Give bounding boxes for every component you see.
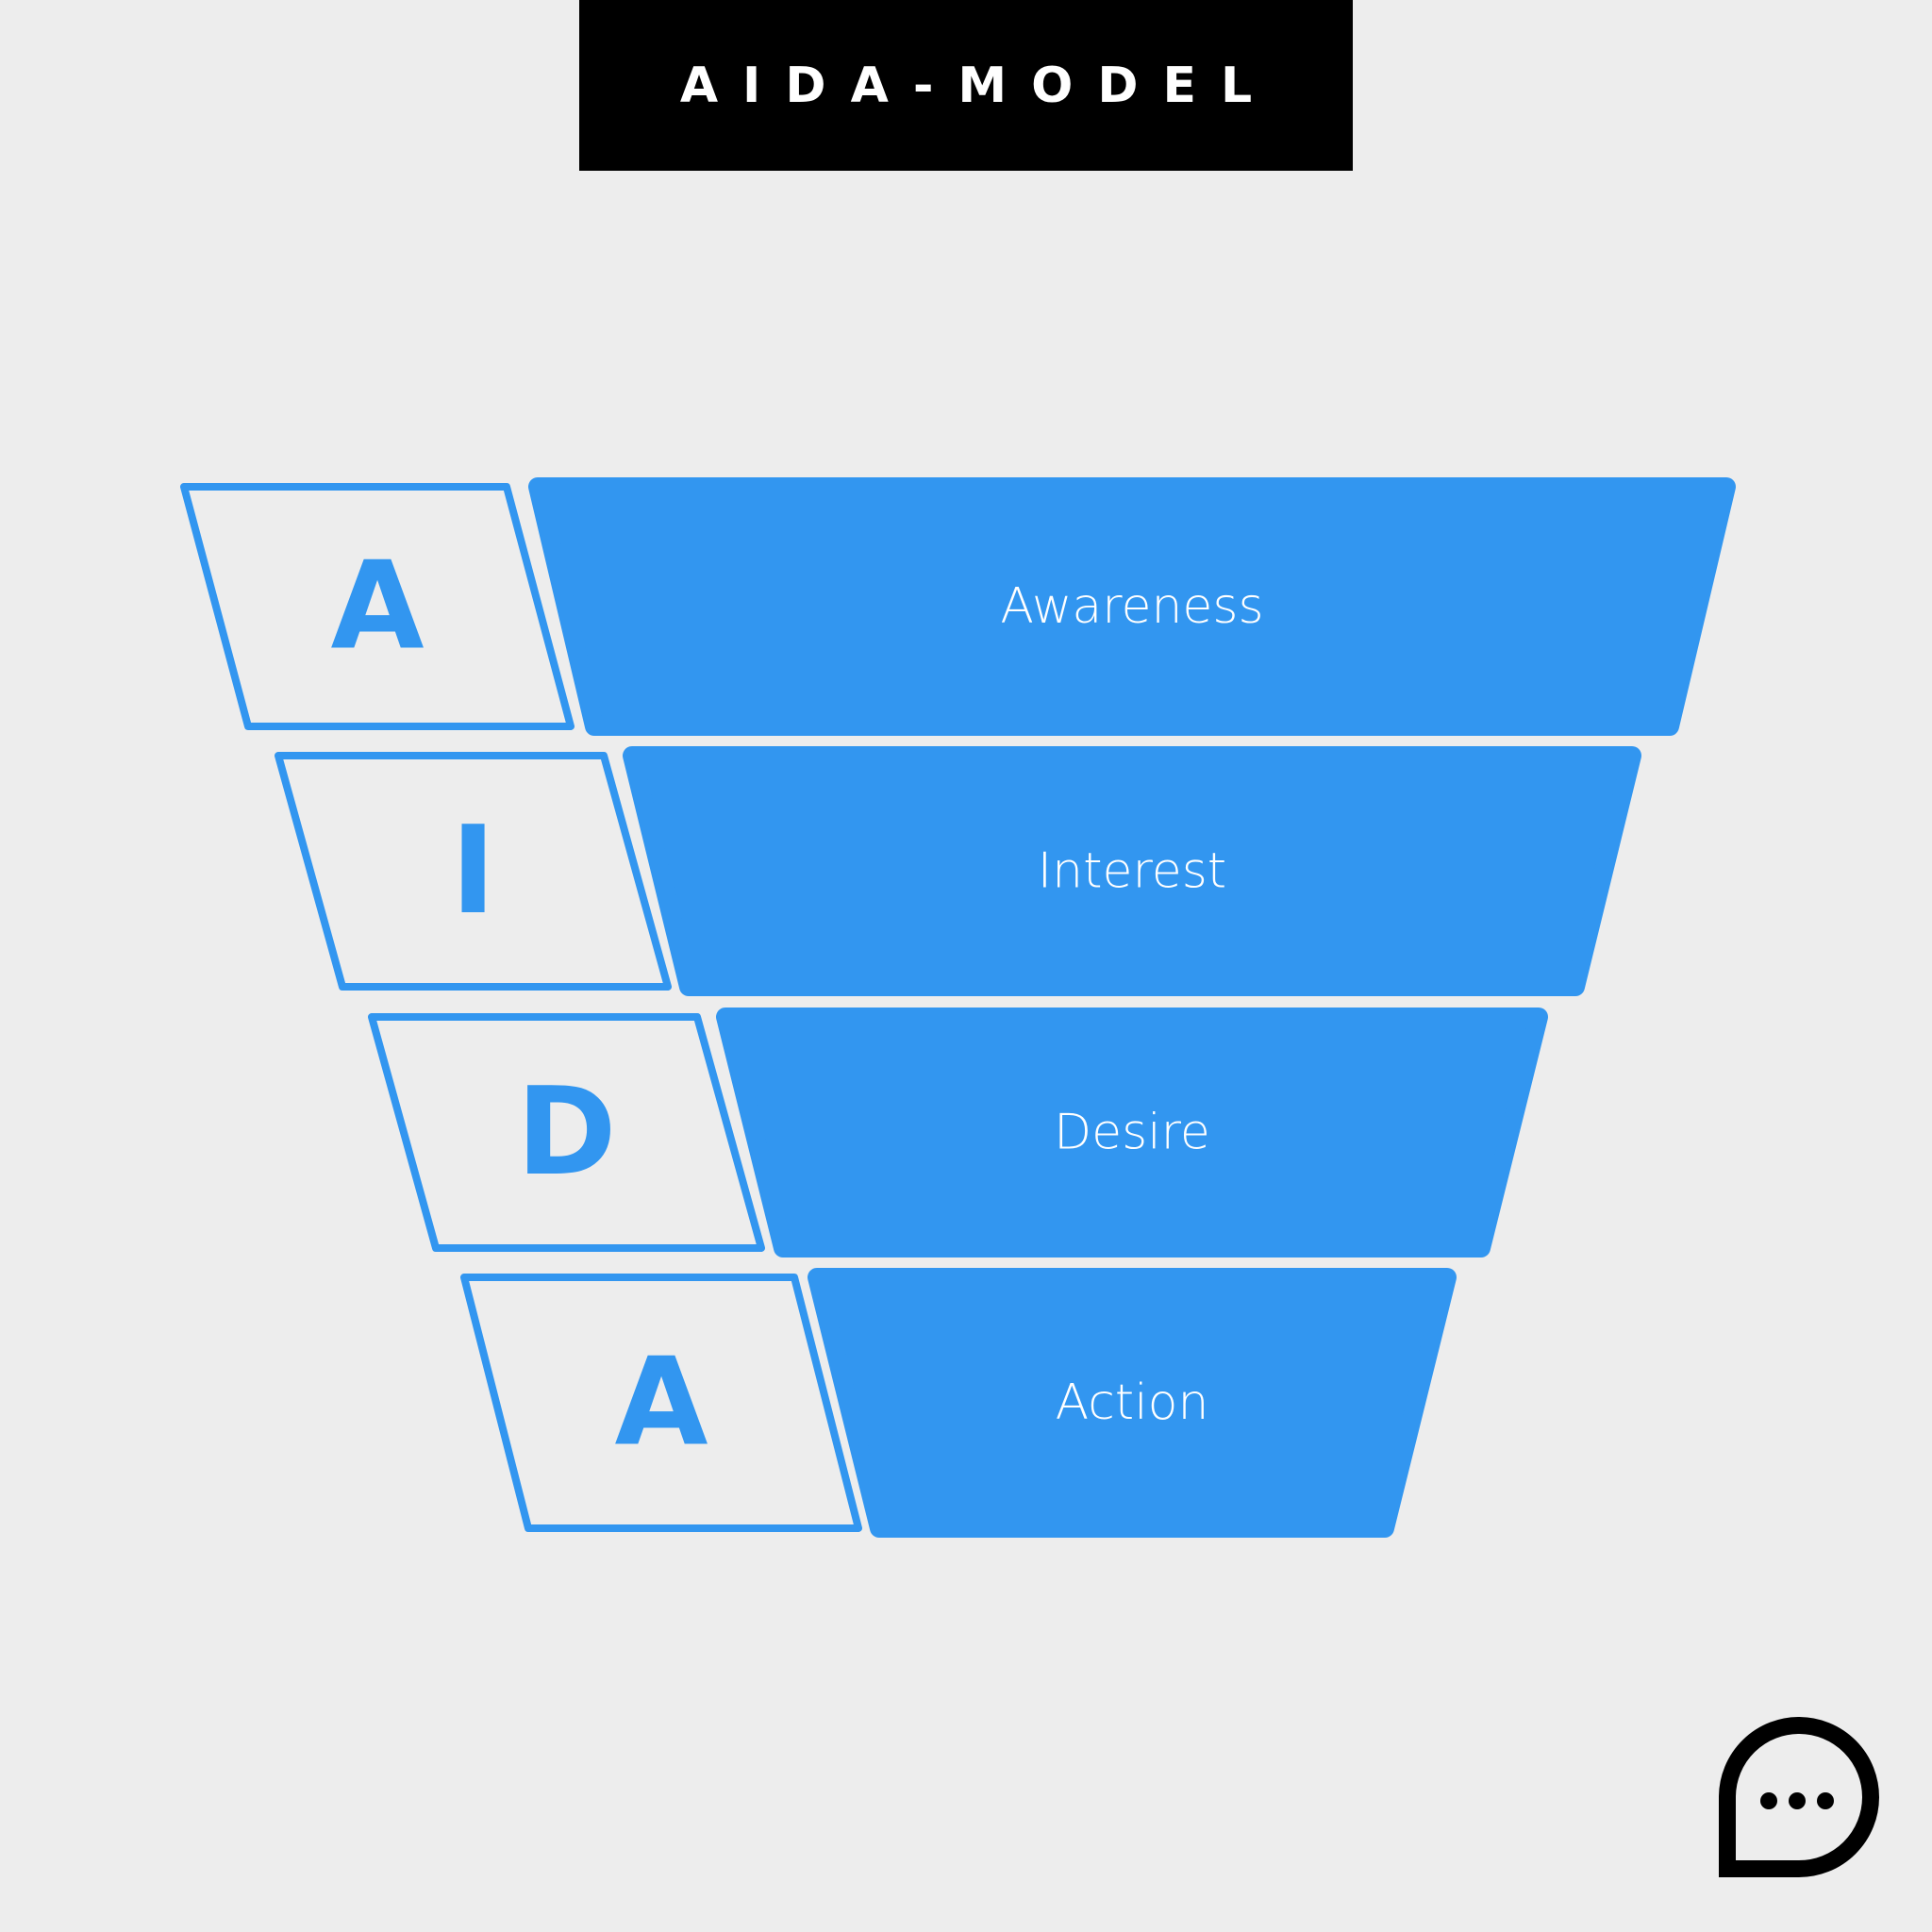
stage-band xyxy=(528,477,1736,736)
title-banner: AIDA-MODEL xyxy=(579,0,1353,171)
stage-band xyxy=(716,1008,1548,1257)
letter-card xyxy=(460,1274,862,1532)
stage-label: Awareness xyxy=(1000,578,1263,635)
stage-letter: D xyxy=(516,1062,616,1203)
dot xyxy=(1817,1792,1834,1809)
stage-letter: A xyxy=(614,1333,708,1474)
funnel-stage-awareness: A Awareness xyxy=(180,477,1736,736)
dot xyxy=(1789,1792,1806,1809)
stage-label: Action xyxy=(1056,1374,1209,1431)
stage-letter: A xyxy=(330,537,424,677)
letter-card xyxy=(275,752,672,991)
funnel-stage-interest: I Interest xyxy=(275,746,1641,996)
letter-card xyxy=(180,483,575,730)
funnel-stage-desire: D Desire xyxy=(368,1008,1548,1257)
letter-card xyxy=(368,1013,765,1252)
stage-letter: I xyxy=(451,801,496,941)
stage-band xyxy=(808,1268,1457,1538)
funnel-stage-action: A Action xyxy=(460,1268,1457,1538)
dot xyxy=(1760,1792,1777,1809)
stage-band xyxy=(623,746,1641,996)
stage-label: Interest xyxy=(1038,843,1226,900)
stage-label: Desire xyxy=(1054,1105,1210,1161)
chat-bubble-ellipsis-icon xyxy=(1719,1717,1879,1877)
page-title: AIDA-MODEL xyxy=(679,57,1277,114)
